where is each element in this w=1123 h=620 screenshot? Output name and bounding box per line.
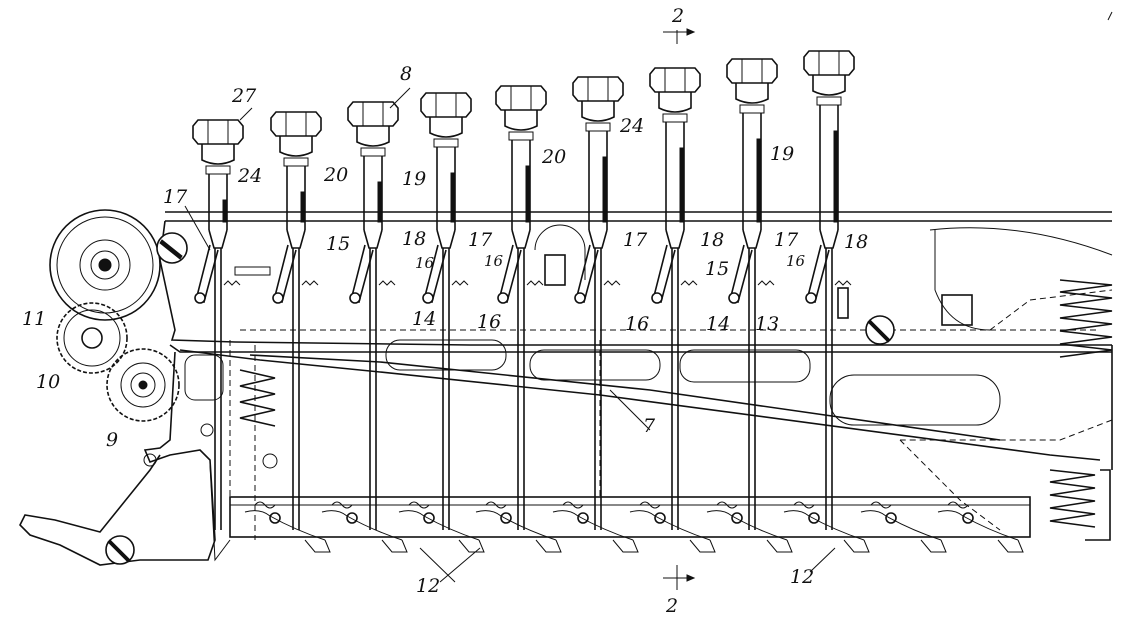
key — [726, 58, 778, 249]
label-18: 18 — [700, 229, 724, 251]
key-rod — [651, 244, 698, 530]
rack-cam — [321, 501, 408, 553]
key-rod — [574, 244, 621, 530]
label-24: 24 — [237, 165, 262, 187]
key — [347, 101, 399, 249]
label-8: 8 — [400, 63, 412, 85]
slotted-bar — [179, 339, 1101, 461]
label-24: 24 — [619, 115, 644, 137]
leader-lines — [184, 87, 836, 583]
label-17: 17 — [623, 229, 648, 251]
label-12: 12 — [416, 575, 440, 597]
key-rod — [728, 244, 775, 530]
label-15: 15 — [705, 258, 729, 280]
rack-cam — [860, 501, 947, 553]
label-16a: 16 — [484, 252, 504, 270]
label-2-bottom: 2 — [665, 595, 678, 615]
top-plate — [165, 11, 1113, 222]
label-17: 17 — [468, 229, 493, 251]
label-2-top: 2 — [671, 5, 684, 27]
key-rod — [422, 244, 469, 530]
rack-cam — [783, 501, 870, 553]
rack-cam — [706, 501, 793, 553]
key — [572, 76, 624, 249]
shaft-sections — [105, 224, 1113, 565]
label-17: 17 — [774, 229, 799, 251]
label-19: 19 — [770, 143, 794, 165]
rack-cam — [552, 501, 639, 553]
label-27: 27 — [231, 85, 257, 107]
label-10: 10 — [36, 371, 60, 393]
key — [420, 92, 472, 249]
label-11: 11 — [22, 308, 46, 330]
key — [270, 111, 322, 249]
machine-frame — [19, 220, 1113, 566]
gear-train — [49, 209, 278, 469]
key-rod — [272, 244, 319, 530]
key — [495, 85, 547, 249]
label-12: 12 — [790, 566, 814, 588]
section-line-2 — [663, 28, 696, 590]
label-14: 14 — [412, 308, 436, 330]
label-16a: 16 — [786, 252, 806, 270]
bottom-rack — [229, 496, 1031, 553]
label-16: 16 — [477, 311, 501, 333]
reference-numerals: 2 2 8 27 24 24 20 20 19 19 17 17 17 17 1… — [22, 5, 868, 617]
label-13: 13 — [755, 313, 779, 335]
label-19: 19 — [402, 168, 426, 190]
label-18: 18 — [844, 231, 868, 253]
label-17: 17 — [163, 186, 188, 208]
key-rods — [194, 244, 852, 530]
label-18: 18 — [402, 228, 426, 250]
label-20: 20 — [541, 146, 566, 168]
key — [803, 50, 855, 249]
rack-cam — [244, 501, 331, 553]
key-rod — [497, 244, 544, 530]
key — [192, 119, 244, 249]
springs — [184, 266, 1113, 528]
rack-cam — [937, 501, 1024, 553]
label-7: 7 — [643, 415, 656, 437]
key-row — [192, 50, 855, 249]
key-rod — [194, 244, 241, 530]
hidden-lines — [229, 289, 1113, 540]
label-9: 9 — [106, 429, 118, 451]
rack-cam — [629, 501, 716, 553]
key-rod — [349, 244, 396, 530]
key — [649, 67, 701, 249]
label-14: 14 — [706, 313, 730, 335]
label-16: 16 — [625, 313, 649, 335]
label-20: 20 — [323, 164, 348, 186]
key-rod — [805, 244, 852, 530]
label-16a: 16 — [415, 254, 435, 272]
label-15: 15 — [326, 233, 350, 255]
rack-cam — [398, 501, 485, 553]
rack-cam — [475, 501, 562, 553]
